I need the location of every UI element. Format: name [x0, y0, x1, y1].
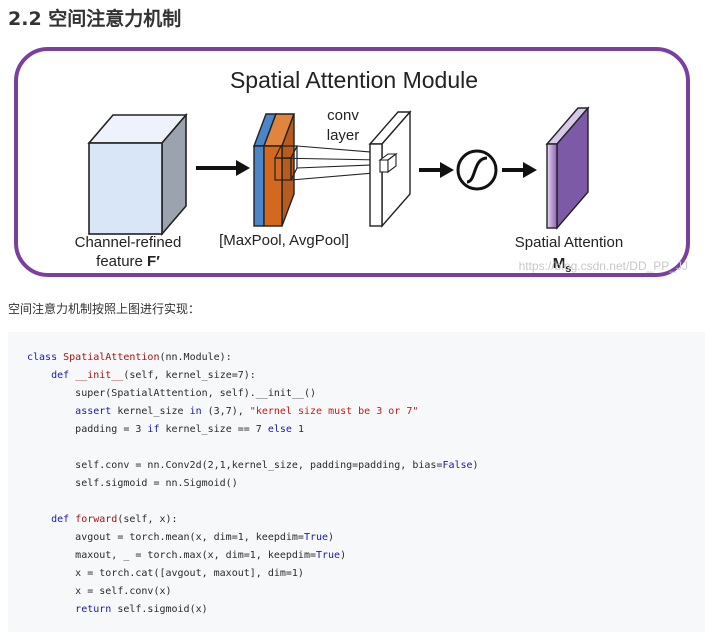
watermark: https://blog.csdn.net/DD_PP_JJ	[519, 259, 688, 273]
conv-label-line2: layer	[327, 127, 360, 144]
pool-label: [MaxPool, AvgPool]	[219, 232, 349, 249]
code-line: class SpatialAttention(nn.Module):	[27, 352, 232, 363]
arrow-1	[196, 160, 250, 176]
output-symbol: Ms	[553, 255, 572, 275]
code-line-blank	[27, 493, 705, 511]
code-line: self.sigmoid = nn.Sigmoid()	[75, 478, 238, 489]
arrow-2	[419, 162, 454, 178]
section-heading: 2.2 空间注意力机制	[8, 8, 182, 30]
code-line: def __init__(self, kernel_size=7):	[51, 370, 256, 381]
conv-layer-map	[368, 110, 412, 228]
code-line: def forward(self, x):	[51, 514, 178, 525]
figure-svg: Spatial Attention Module Channel-refined…	[14, 47, 690, 277]
figure-title: Spatial Attention Module	[230, 67, 478, 93]
spatial-attention-figure: Spatial Attention Module Channel-refined…	[14, 46, 690, 278]
code-line: return self.sigmoid(x)	[75, 604, 208, 615]
code-line: avgout = torch.mean(x, dim=1, keepdim=Tr…	[75, 532, 335, 543]
spatial-attention-map	[545, 106, 590, 230]
code-line: maxout, _ = torch.max(x, dim=1, keepdim=…	[75, 550, 347, 561]
code-line: x = self.conv(x)	[75, 586, 172, 597]
conv-label-line1: conv	[327, 107, 359, 124]
arrow-3	[502, 162, 537, 178]
code-line: super(SpatialAttention, self).__init__()	[75, 388, 316, 399]
intro-text: 空间注意力机制按照上图进行实现：	[8, 302, 201, 316]
figure-border	[14, 47, 690, 277]
pooled-feature-maps	[252, 113, 298, 227]
input-label-line2: feature F′	[96, 253, 160, 270]
code-line: assert kernel_size in (3,7), "kernel siz…	[75, 406, 419, 417]
code-line: x = torch.cat([avgout, maxout], dim=1)	[75, 568, 304, 579]
code-line-blank	[27, 439, 705, 457]
sigmoid-icon	[456, 149, 498, 191]
code-block: class SpatialAttention(nn.Module): def _…	[8, 332, 705, 632]
code-line: self.conv = nn.Conv2d(2,1,kernel_size, p…	[75, 460, 479, 471]
output-label: Spatial Attention	[515, 234, 623, 251]
input-feature-cube	[87, 112, 188, 237]
code-line: padding = 3 if kernel_size == 7 else 1	[75, 424, 304, 435]
input-label-line1: Channel-refined	[75, 234, 182, 251]
